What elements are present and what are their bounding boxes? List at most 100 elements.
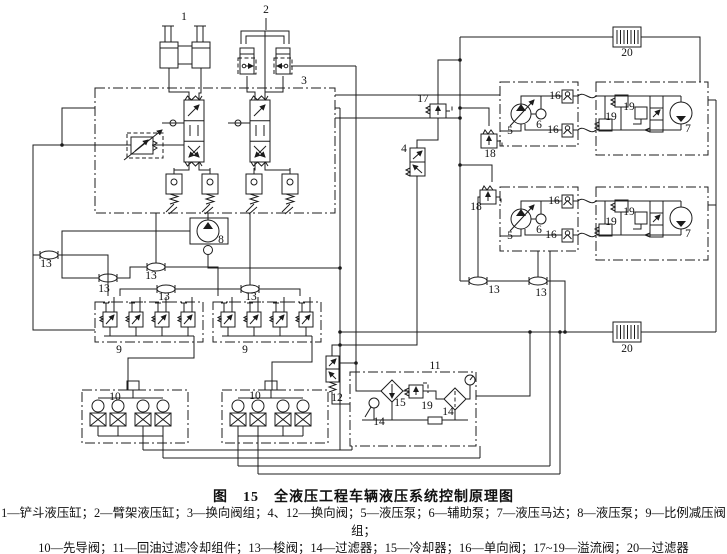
pilot-valve [249, 399, 267, 436]
pilot-relief-valve [165, 168, 183, 215]
component-label-13: 13 [245, 291, 257, 303]
pilot-valve-group-10-right-boundary [221, 389, 329, 444]
component-label-13: 13 [145, 270, 157, 282]
boom-cylinder-2 [237, 18, 293, 75]
component-label-6: 6 [536, 119, 542, 131]
component-label-16: 16 [545, 229, 557, 241]
component-label-13: 13 [535, 287, 547, 299]
component-label-13: 13 [98, 283, 110, 295]
lock-valve [237, 57, 257, 75]
component-label-16: 16 [548, 195, 560, 207]
directional-valve-4 [404, 147, 426, 177]
component-label-20: 20 [621, 343, 633, 355]
component-label-10: 10 [109, 391, 121, 403]
prop-valve-group-9-right-boundary [212, 301, 322, 343]
pilot-valve-group-10-left-boundary [81, 389, 189, 444]
component-label-16: 16 [547, 124, 559, 136]
component-label-17: 17 [417, 93, 429, 105]
shuttle-valve-13 [468, 276, 488, 286]
motor-unit-top [593, 94, 693, 133]
component-label-18: 18 [484, 148, 496, 160]
pipe-lines [32, 31, 717, 475]
component-label-14: 14 [373, 416, 385, 428]
pump-unit-bottom [500, 194, 597, 243]
pilot-relief-valve [201, 168, 219, 215]
figure-legend: 1—铲斗液压缸；2—臂架液压缸；3—换向阀组；4、12—换向阀；5—液压泵；6—… [0, 505, 727, 554]
return-filter-cooling-unit-11-boundary [349, 371, 477, 447]
component-label-7: 7 [685, 123, 691, 135]
prop-reducing-valve-group-right [216, 297, 314, 390]
component-label-19: 19 [623, 206, 635, 218]
component-label-10: 10 [249, 390, 261, 402]
pilot-valve-group-right [229, 380, 312, 437]
prop-valve-group-9-left-boundary [94, 301, 204, 343]
junction-dots [60, 58, 567, 365]
filter-20-bottom [612, 321, 642, 343]
component-label-14: 14 [442, 406, 454, 418]
filter-14-tap [364, 397, 380, 420]
shuttle-valve-13 [528, 276, 548, 286]
component-label-20: 20 [621, 47, 633, 59]
component-label-16: 16 [549, 90, 561, 102]
pump-unit-top [500, 89, 597, 138]
prop-reducing-valve [176, 297, 196, 336]
legend-line-1: 1—铲斗液压缸；2—臂架液压缸；3—换向阀组；4、12—换向阀；5—液压泵；6—… [1, 506, 726, 538]
orifice [427, 416, 443, 425]
pilot-pump-8 [189, 213, 229, 255]
directional-spool-valve-right [249, 95, 271, 167]
component-label-18: 18 [470, 201, 482, 213]
component-label-19: 19 [605, 216, 617, 228]
pilot-valve [294, 399, 312, 436]
pilot-valve [89, 399, 107, 436]
component-label-7: 7 [685, 228, 691, 240]
pilot-valve-group-left [89, 380, 172, 437]
directional-spool-valve-left [183, 95, 205, 167]
component-label-19: 19 [421, 400, 433, 412]
valve-group-3-boundary [94, 87, 336, 214]
prop-reducing-valve [124, 297, 144, 336]
component-label-8: 8 [218, 234, 224, 246]
component-label-4: 4 [401, 143, 407, 155]
component-label-5: 5 [507, 230, 513, 242]
pressure-gauge [464, 374, 476, 386]
prop-reducing-valve [216, 297, 236, 336]
prop-reducing-valve [98, 297, 118, 336]
pilot-valve [274, 399, 292, 436]
component-label-6: 6 [536, 224, 542, 236]
component-label-5: 5 [507, 125, 513, 137]
component-label-1: 1 [181, 11, 187, 23]
pilot-relief-valve [281, 168, 299, 215]
component-label-19: 19 [623, 101, 635, 113]
component-label-13: 13 [488, 284, 500, 296]
shuttle-valves [39, 250, 548, 294]
prop-reducing-valve-group-left [98, 297, 196, 390]
pilot-relief-valve [245, 168, 263, 215]
legend-line-2: 10—先导阀；11—回油过滤冷却组件；13—梭阀；14—过滤器；15—冷却器；1… [38, 541, 689, 554]
pilot-valve [134, 399, 152, 436]
prop-reducing-valve [242, 297, 262, 336]
pilot-valve [154, 399, 172, 436]
component-label-11: 11 [429, 360, 440, 372]
motor-unit-bottom-boundary [595, 186, 709, 261]
figure-caption: 图 15 全液压工程车辆液压系统控制原理图 [213, 490, 514, 505]
relief-valve-18-top [480, 129, 503, 149]
prop-reducing-valve [150, 297, 170, 336]
prop-reducing-valve [294, 297, 314, 336]
pump-unit-bottom-boundary [499, 186, 579, 252]
component-label-9: 9 [242, 344, 248, 356]
component-label-9: 9 [116, 344, 122, 356]
component-label-13: 13 [40, 258, 52, 270]
component-label-12: 12 [331, 392, 343, 404]
hydraulic-schematic: 1234556677899101011121313131313131314141… [32, 4, 717, 475]
motor-unit-top-boundary [595, 81, 709, 156]
bucket-cylinder-1 [159, 25, 211, 69]
filter-20-top [612, 26, 642, 48]
lock-valve [273, 57, 293, 75]
motor-unit-bottom [593, 199, 693, 238]
pilot-valve [229, 399, 247, 436]
component-label-15: 15 [394, 397, 406, 409]
prop-reducing-valve [268, 297, 288, 336]
pump-unit-top-boundary [499, 81, 579, 147]
